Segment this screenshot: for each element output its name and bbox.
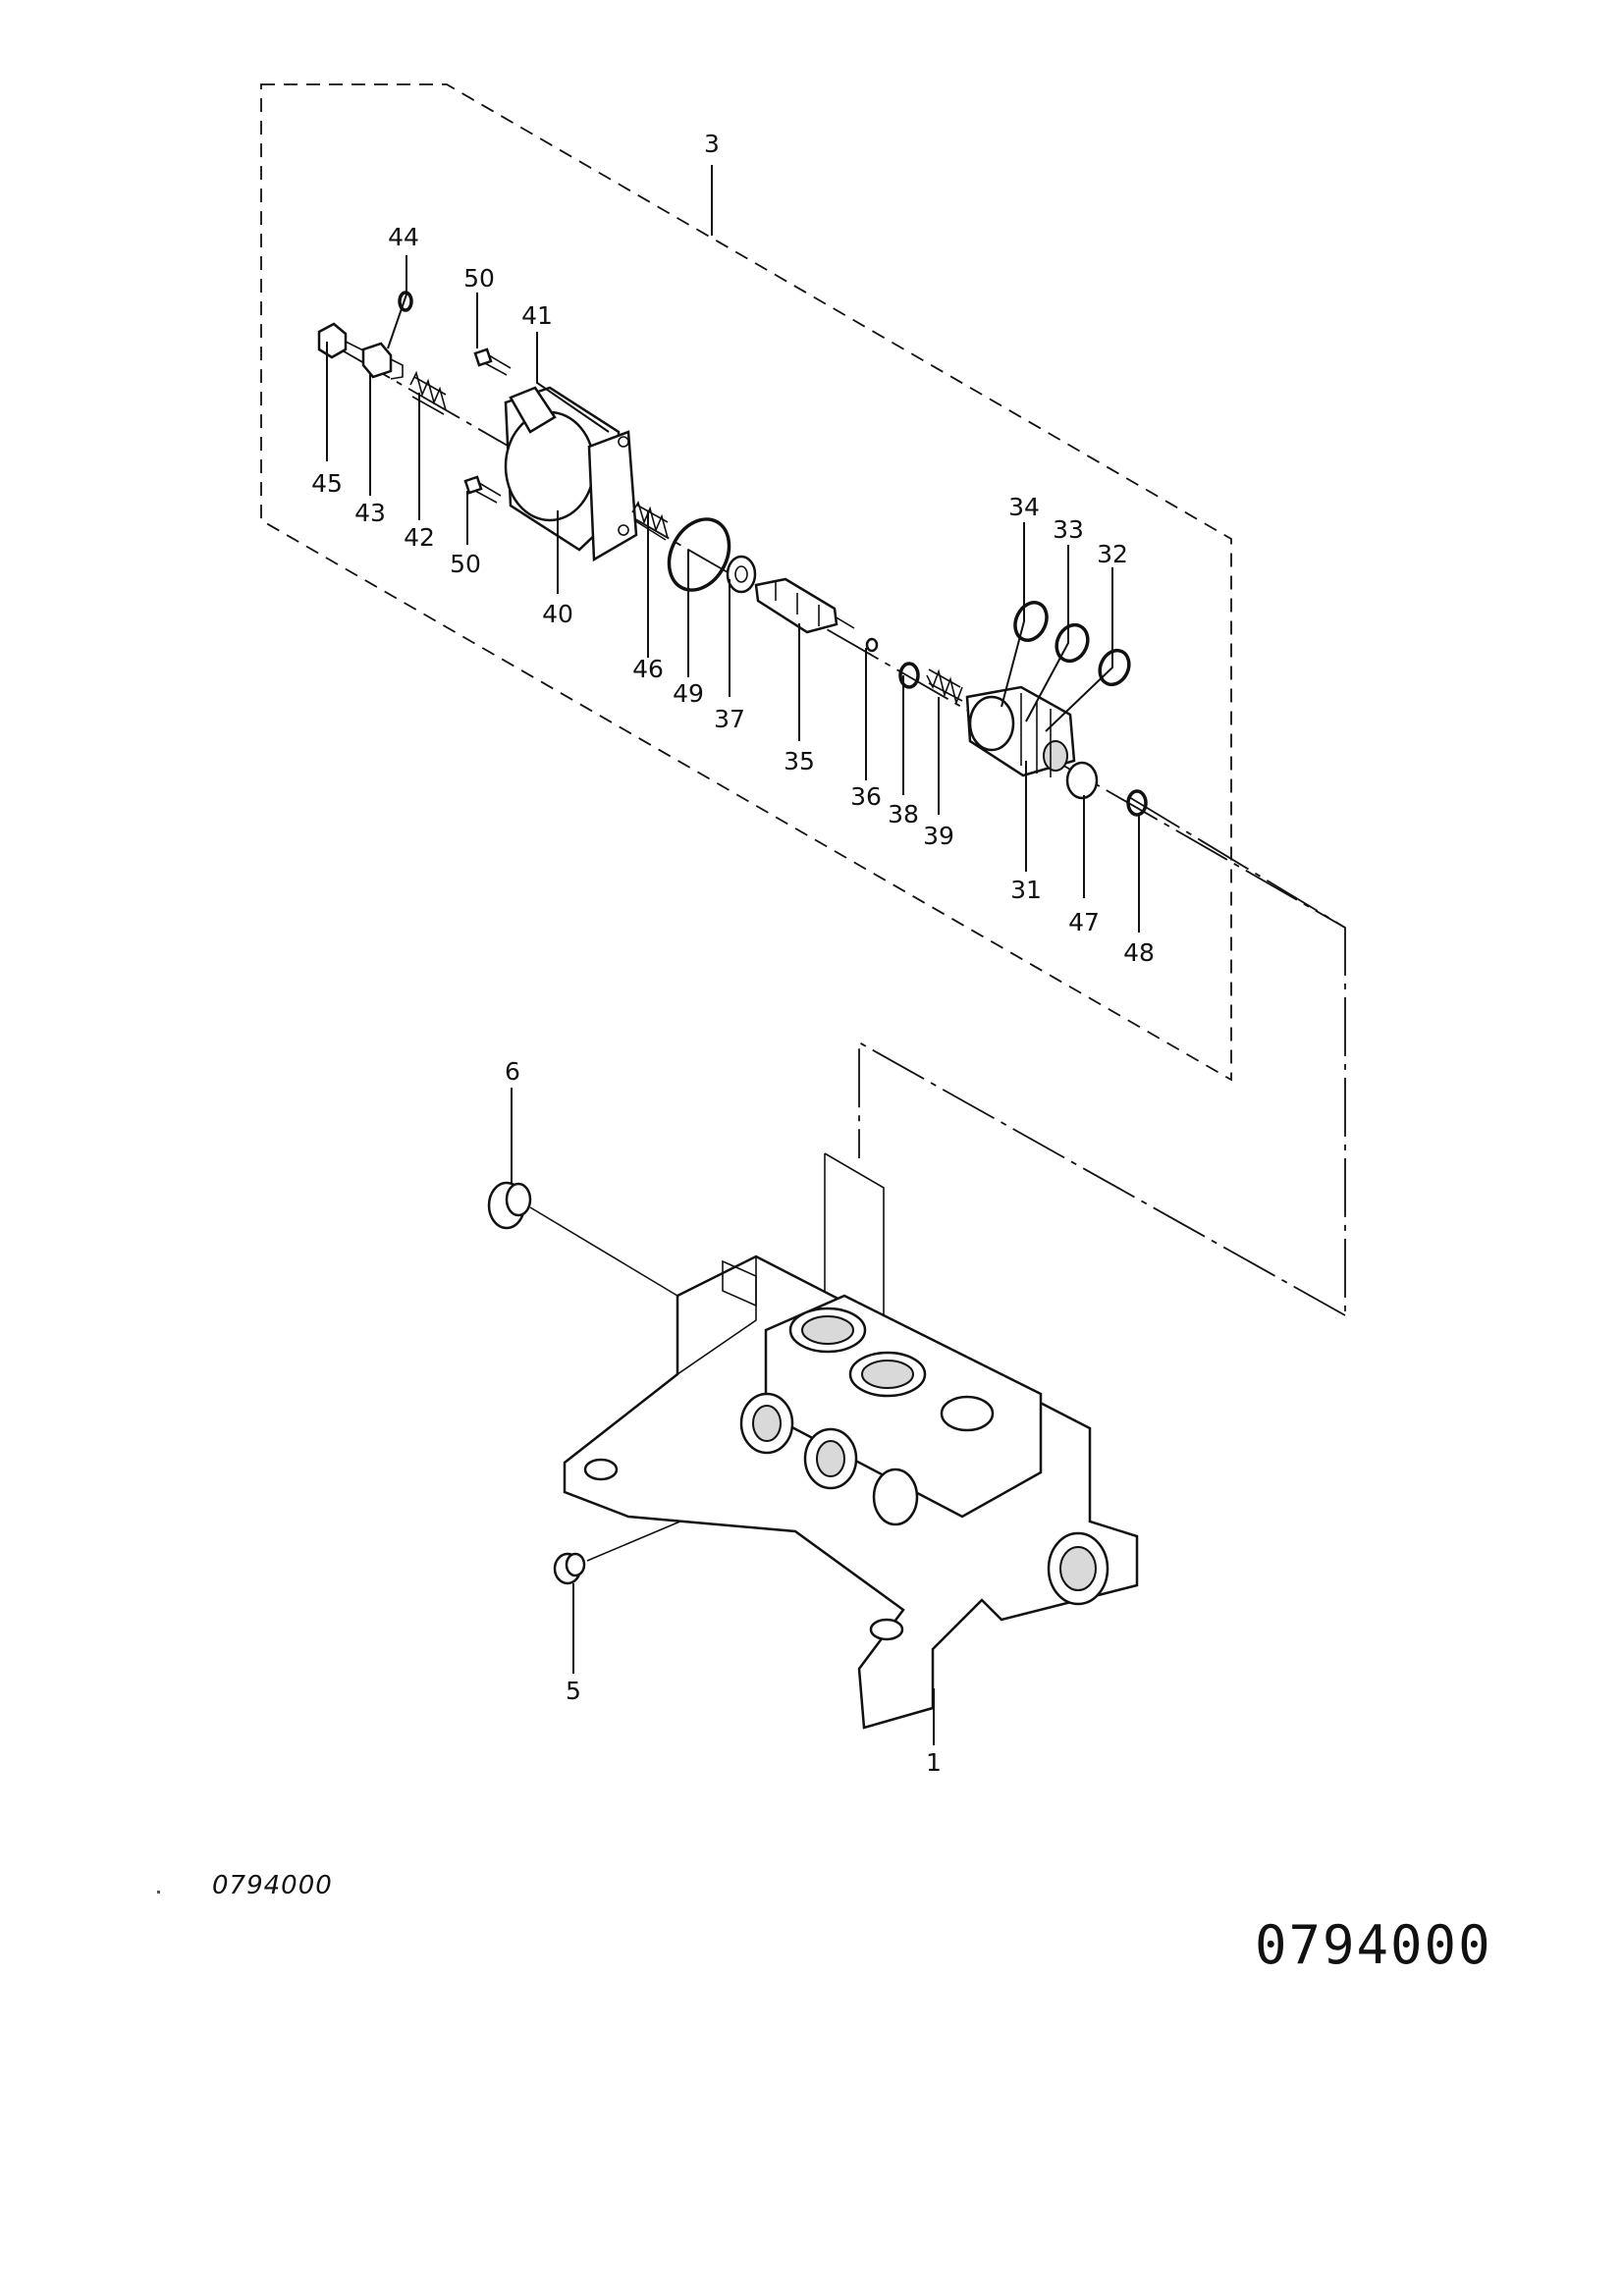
callout-41: 41 [521, 301, 553, 330]
callout-5: 5 [566, 1677, 581, 1705]
part-36-ball [865, 637, 879, 653]
callout-35: 35 [784, 747, 815, 775]
part-48-snap-ring [1126, 789, 1148, 817]
callout-48: 48 [1123, 938, 1155, 967]
part-33-o-ring [1055, 622, 1090, 664]
part-50-bolt-upper [473, 347, 512, 376]
part-43-adjuster [361, 342, 404, 380]
connection-line-right [1128, 796, 1346, 1315]
callout-49: 49 [673, 679, 704, 708]
callout-32: 32 [1097, 540, 1128, 568]
part-34-o-ring [1013, 601, 1049, 642]
callout-31: 31 [1010, 876, 1042, 904]
callout-45: 45 [311, 469, 343, 498]
callout-43: 43 [354, 499, 386, 527]
callout-50-lower: 50 [450, 550, 481, 578]
callout-36: 36 [850, 782, 882, 811]
callout-47: 47 [1068, 908, 1100, 936]
subassembly-boundary [260, 83, 1232, 1082]
callout-1: 1 [926, 1748, 942, 1777]
part-1-valve-body [563, 1255, 1139, 1730]
part-38-snap-ring [898, 662, 920, 689]
callout-42: 42 [404, 523, 435, 552]
part-35-spool [754, 577, 855, 634]
part-46-spring [631, 501, 669, 541]
assembly-axis-line [338, 347, 1346, 929]
callout-38: 38 [888, 800, 919, 828]
part-42-spring [409, 370, 447, 415]
part-41-solenoid [504, 386, 638, 562]
stray-dot [157, 1891, 160, 1894]
callout-33: 33 [1053, 515, 1084, 544]
part-45-nut [317, 322, 366, 359]
part-37-washer [726, 555, 757, 594]
part-50-bolt-lower [463, 475, 502, 504]
part-49-o-ring [667, 517, 731, 592]
connection-line-top [858, 1041, 1346, 1316]
drawing-reference-small: 0794000 [212, 1871, 333, 1900]
callout-46: 46 [632, 655, 664, 683]
callout-40: 40 [542, 600, 573, 628]
callout-37: 37 [714, 705, 745, 733]
callout-3: 3 [704, 130, 720, 158]
callout-39: 39 [923, 822, 954, 850]
drawing-reference-large: 0794000 [1255, 1914, 1492, 1976]
part-39-spring [926, 668, 963, 706]
callout-6: 6 [505, 1057, 520, 1086]
part-6-plug [487, 1181, 678, 1297]
leader-lines [326, 165, 1140, 1745]
part-47-washer [1065, 761, 1099, 800]
callout-34: 34 [1008, 493, 1040, 521]
part-32-o-ring [1098, 648, 1131, 687]
part-31-sleeve [965, 685, 1076, 777]
callout-50-upper: 50 [463, 264, 495, 293]
callout-44: 44 [388, 223, 419, 251]
